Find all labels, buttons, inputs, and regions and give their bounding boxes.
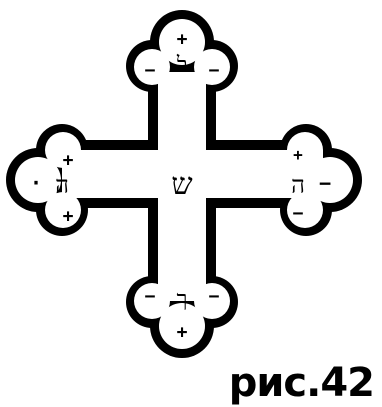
- left-plus-top: +: [63, 150, 74, 171]
- left-dot: ·: [30, 171, 42, 195]
- top-letter: ל: [176, 53, 187, 78]
- right-minus-bottom: −: [293, 203, 304, 224]
- center-letter: ש: [171, 167, 192, 202]
- bottom-minus-left: −: [145, 286, 156, 307]
- top-plus: +: [177, 29, 188, 50]
- figure-caption: рис.42: [229, 363, 374, 403]
- top-minus-right: −: [209, 60, 220, 81]
- right-plus-top: +: [293, 145, 303, 164]
- bottom-letter: ך: [177, 287, 188, 312]
- left-plus-bottom: +: [63, 206, 74, 227]
- bottom-minus-right: −: [209, 286, 220, 307]
- right-letter: ה: [291, 171, 305, 199]
- right-minus: −: [319, 171, 331, 195]
- top-minus-left: −: [145, 60, 156, 81]
- bottom-plus: +: [177, 322, 188, 343]
- left-letter: ה: [55, 171, 69, 199]
